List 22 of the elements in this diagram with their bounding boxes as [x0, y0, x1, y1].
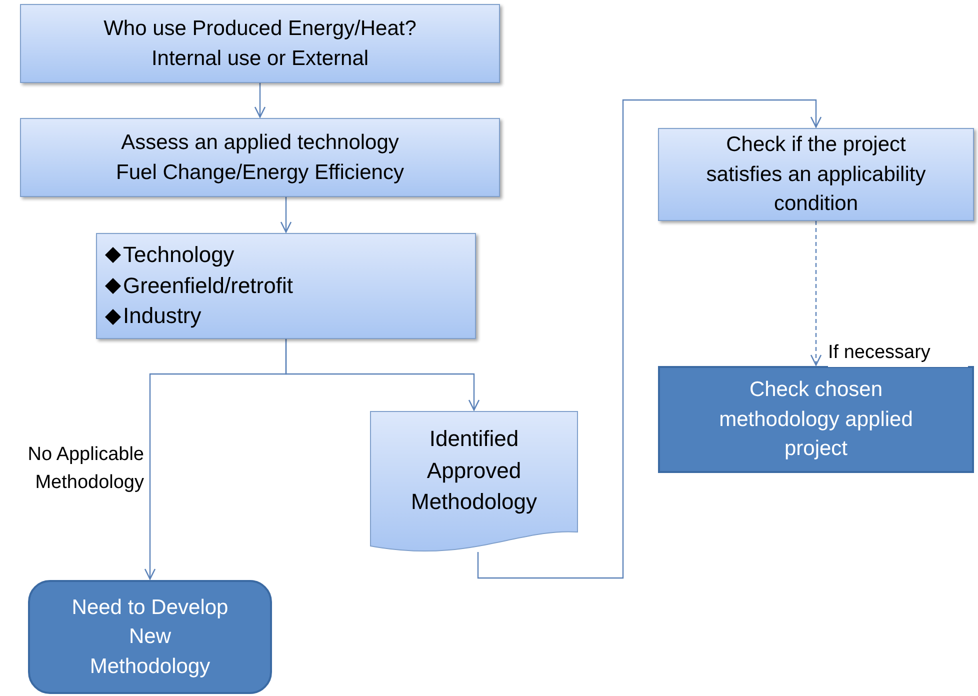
bullet-text: Technology [123, 240, 234, 269]
node-text: Assess an applied technology [121, 130, 399, 156]
bullet-text: Industry [123, 302, 202, 330]
node-text: Fuel Change/Energy Efficiency [116, 160, 404, 186]
connector-arrow [280, 197, 292, 233]
process-box [20, 118, 500, 197]
process-box [96, 233, 476, 339]
bullet-text: Greenfield/retrofit [123, 272, 293, 300]
node-text: Check if the project satisfies an applicability condition [705, 132, 927, 218]
connector-arrow [144, 339, 287, 580]
node-text: Check chosen methodology applied project [718, 377, 914, 462]
node-text: Internal use or External [151, 46, 369, 72]
process-box [20, 4, 500, 83]
process-box [658, 366, 974, 473]
connector-arrow [810, 221, 822, 366]
connector-arrow [477, 99, 822, 579]
terminal-box [28, 580, 272, 694]
node-text: Need to Develop New Methodology [70, 594, 230, 680]
node-text: Identified Approved Methodology [410, 424, 538, 516]
process-box [658, 128, 974, 221]
node-text: Who use Produced Energy/Heat? [104, 16, 416, 42]
connector-arrow [254, 83, 266, 118]
